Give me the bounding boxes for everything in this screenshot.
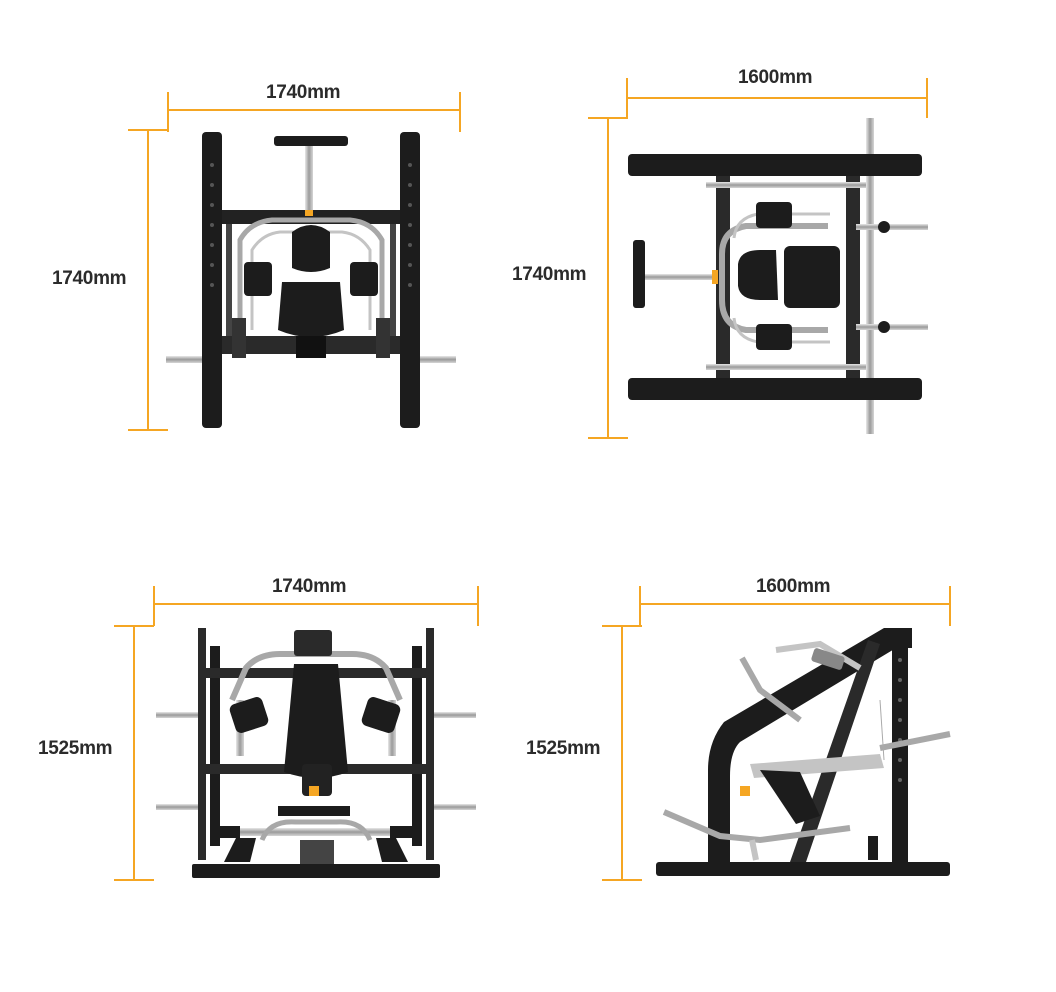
- top-view-machine: [166, 132, 456, 428]
- top-view-height-dimension: [128, 129, 168, 431]
- top-view-width-dimension: [167, 92, 461, 132]
- front-view-machine: [156, 628, 476, 878]
- plan-view-width-label: 1600mm: [738, 67, 813, 88]
- side-view-machine: [656, 628, 951, 876]
- front-view-height-dimension: [114, 625, 154, 881]
- front-view-height-label: 1525mm: [38, 738, 113, 759]
- top-view-height-label: 1740mm: [52, 268, 127, 289]
- plan-view-machine: [628, 118, 928, 434]
- plan-view-height-label: 1740mm: [512, 264, 587, 285]
- side-view-width-dimension: [639, 586, 951, 626]
- side-view-width-label: 1600mm: [756, 576, 831, 597]
- plan-view-height-dimension: [588, 117, 628, 439]
- side-view-height-dimension: [602, 625, 642, 881]
- front-view-width-dimension: [153, 586, 479, 626]
- side-view-height-label: 1525mm: [526, 738, 601, 759]
- front-view-width-label: 1740mm: [272, 576, 347, 597]
- plan-view-width-dimension: [626, 78, 928, 118]
- top-view-width-label: 1740mm: [266, 82, 341, 103]
- dimension-lines: [114, 78, 951, 881]
